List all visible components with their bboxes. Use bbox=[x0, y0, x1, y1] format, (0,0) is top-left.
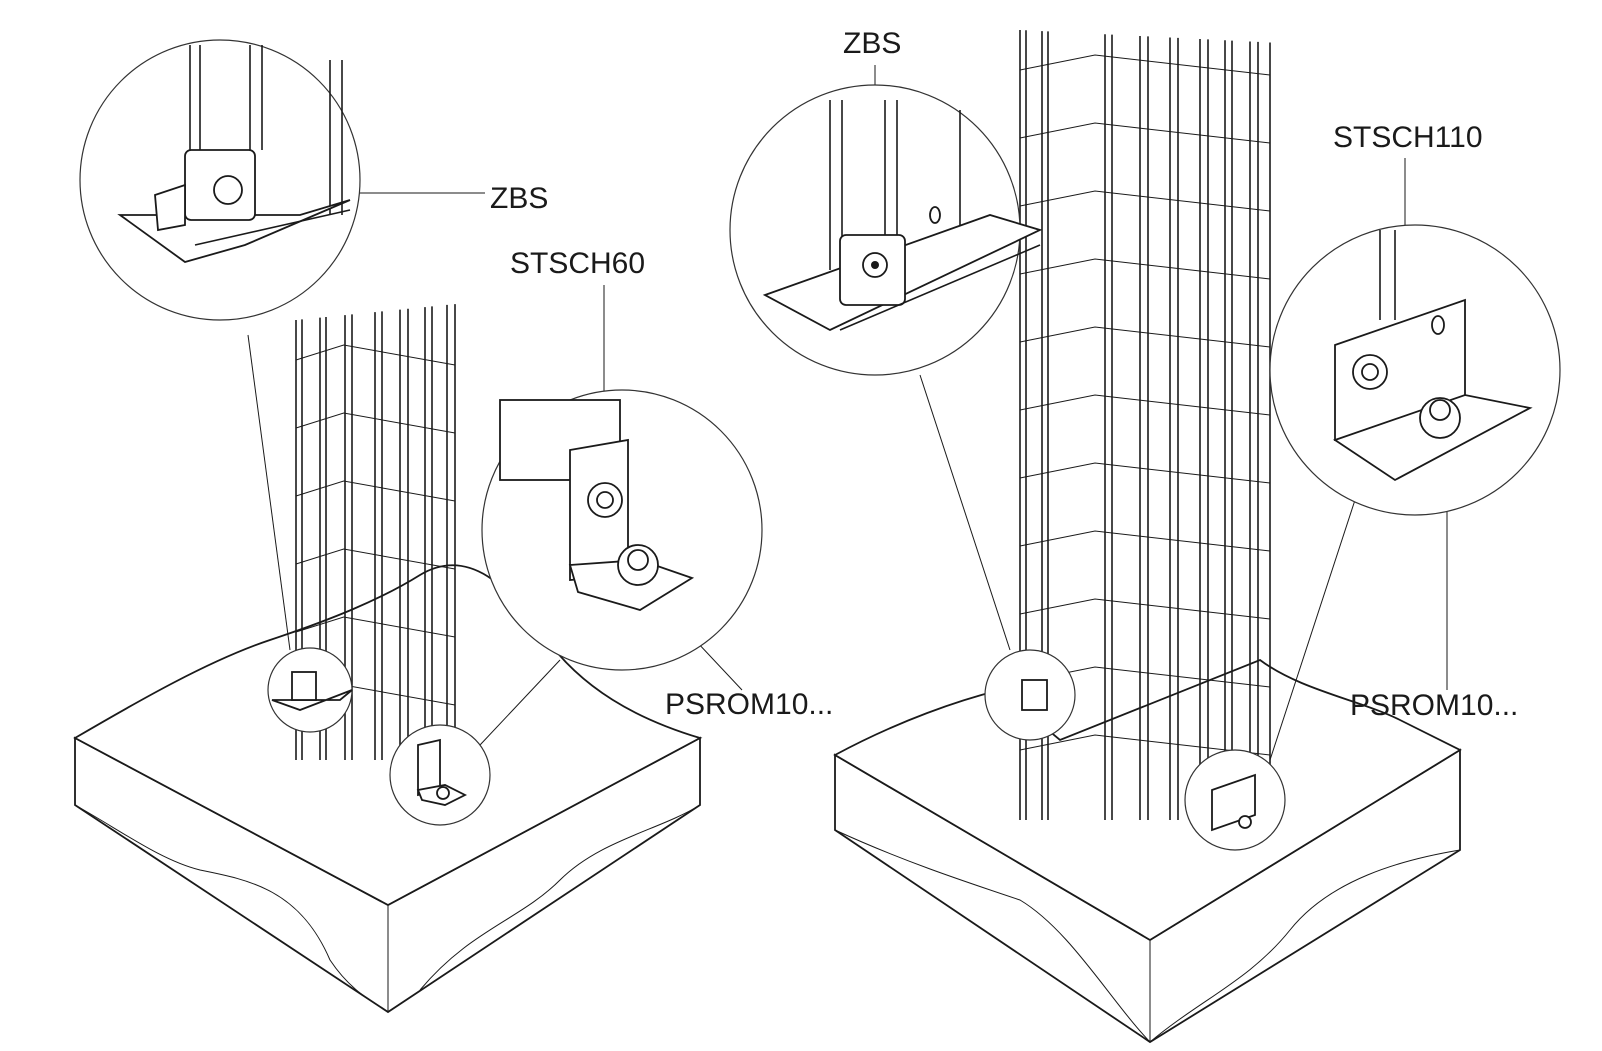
left-zbs-label: ZBS bbox=[490, 182, 548, 215]
ladder-rung bbox=[295, 480, 456, 502]
right-zbs-small-circle bbox=[984, 649, 1076, 741]
ladder-rung bbox=[1019, 394, 1271, 416]
ladder-rung bbox=[1019, 258, 1271, 280]
left-zbs-detail bbox=[79, 39, 361, 321]
right-cable-ladder bbox=[1019, 30, 1271, 820]
right-zbs-detail bbox=[729, 84, 1043, 376]
ladder-rung bbox=[1019, 598, 1271, 620]
left-zbs-small-circle bbox=[267, 647, 353, 733]
ladder-rung bbox=[295, 616, 456, 638]
right-bracket-small-circle bbox=[1184, 749, 1286, 851]
ladder-rung bbox=[295, 412, 456, 434]
right-anchor-label: PSROM10... bbox=[1350, 689, 1518, 722]
right-bracket-detail bbox=[1269, 224, 1561, 516]
ladder-rung bbox=[1019, 122, 1271, 144]
ladder-rung bbox=[1019, 190, 1271, 212]
left-bracket-detail bbox=[481, 389, 763, 671]
left-bracket-small-circle bbox=[389, 724, 491, 826]
ladder-rung bbox=[1019, 326, 1271, 348]
right-zbs-label: ZBS bbox=[843, 27, 901, 60]
ladder-rung bbox=[1019, 462, 1271, 484]
ladder-rung bbox=[1019, 54, 1271, 76]
left-anchor-label: PSROM10... bbox=[665, 688, 833, 721]
left-concrete-slab bbox=[73, 564, 703, 1014]
ladder-rung bbox=[295, 548, 456, 570]
right-bracket-label: STSCH110 bbox=[1333, 121, 1483, 154]
ladder-rung bbox=[1019, 530, 1271, 552]
left-bracket-label: STSCH60 bbox=[510, 247, 645, 280]
ladder-rung bbox=[1019, 734, 1271, 756]
ladder-rung bbox=[295, 344, 456, 366]
